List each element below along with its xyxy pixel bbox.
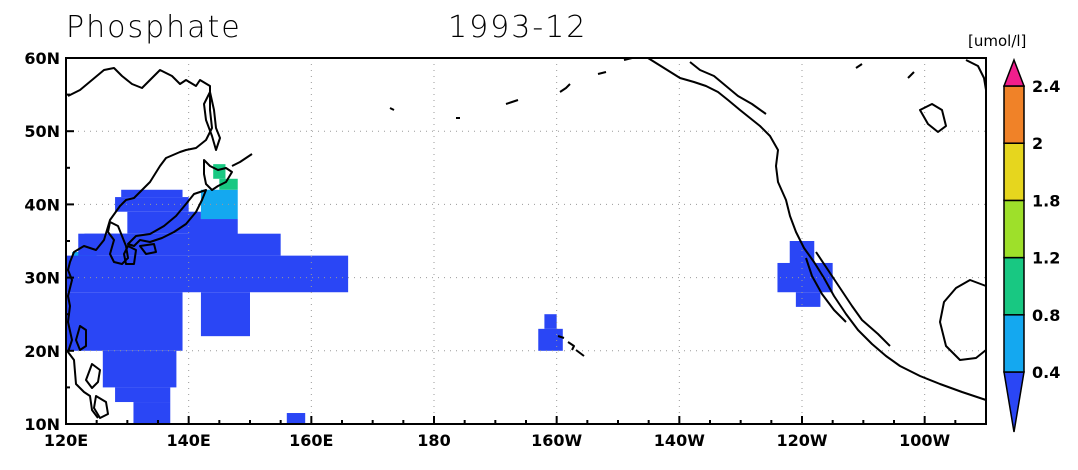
data-cell	[115, 387, 171, 403]
colorbar-upper-arrow	[1002, 57, 1026, 87]
y-tick-label: 30N	[24, 269, 60, 288]
colorbar-label: 0.8	[1032, 306, 1060, 325]
y-tick-label: 40N	[24, 195, 60, 214]
colorbar-swatch	[1003, 314, 1025, 373]
data-layer	[66, 164, 833, 424]
x-tick-label: 160W	[531, 431, 582, 450]
data-cell	[66, 292, 183, 351]
y-tick-label: 20N	[24, 342, 60, 361]
axis-labels: 120E 140E 160E 180 160W 140W 120W 100W 10N 20N 30N…	[24, 49, 950, 450]
colorbar-swatch	[1003, 256, 1025, 316]
y-tick-label: 10N	[24, 415, 60, 434]
y-tick-label: 60N	[24, 49, 60, 68]
coastlines	[67, 57, 987, 419]
colorbar-label: 0.4	[1032, 363, 1060, 382]
data-cell	[219, 178, 238, 190]
data-cell	[115, 197, 189, 212]
x-tick-label: 140E	[167, 431, 211, 450]
data-cell	[795, 292, 821, 307]
colorbar-swatch	[1003, 199, 1025, 259]
data-cell	[188, 219, 238, 241]
data-cell	[200, 292, 250, 337]
map-title-variable: Phosphate	[66, 10, 242, 45]
colorbar: 0.4 0.8 1.2 1.8 2 2.4	[1002, 57, 1060, 433]
data-cell	[66, 255, 349, 293]
data-cell	[538, 328, 563, 351]
colorbar-label: 1.2	[1032, 249, 1060, 268]
colorbar-label: 2	[1032, 134, 1043, 153]
data-cell	[78, 233, 281, 256]
data-cell	[127, 211, 201, 234]
data-cell	[213, 164, 226, 179]
x-tick-label: 120E	[44, 431, 88, 450]
x-tick-label: 120W	[776, 431, 827, 450]
data-cell	[121, 189, 183, 198]
x-tick-label: 180	[417, 431, 450, 450]
colorbar-swatch	[1003, 85, 1025, 144]
colorbar-label: 2.4	[1032, 77, 1060, 96]
data-cell	[200, 189, 238, 220]
data-cell	[133, 402, 171, 424]
colorbar-label: 1.8	[1032, 191, 1060, 210]
x-tick-label: 140W	[654, 431, 705, 450]
map-title-date: 1993-12	[448, 10, 588, 45]
data-cell	[102, 350, 177, 388]
colorbar-lower-arrow	[1003, 371, 1025, 433]
data-cell	[544, 314, 557, 329]
x-tick-label: 100W	[899, 431, 950, 450]
colorbar-swatch	[1003, 142, 1025, 202]
axis-ticks	[65, 57, 987, 425]
y-tick-label: 50N	[24, 122, 60, 141]
x-tick-label: 160E	[289, 431, 333, 450]
data-cell	[286, 413, 306, 424]
colorbar-units: [umol/l]	[968, 32, 1027, 50]
